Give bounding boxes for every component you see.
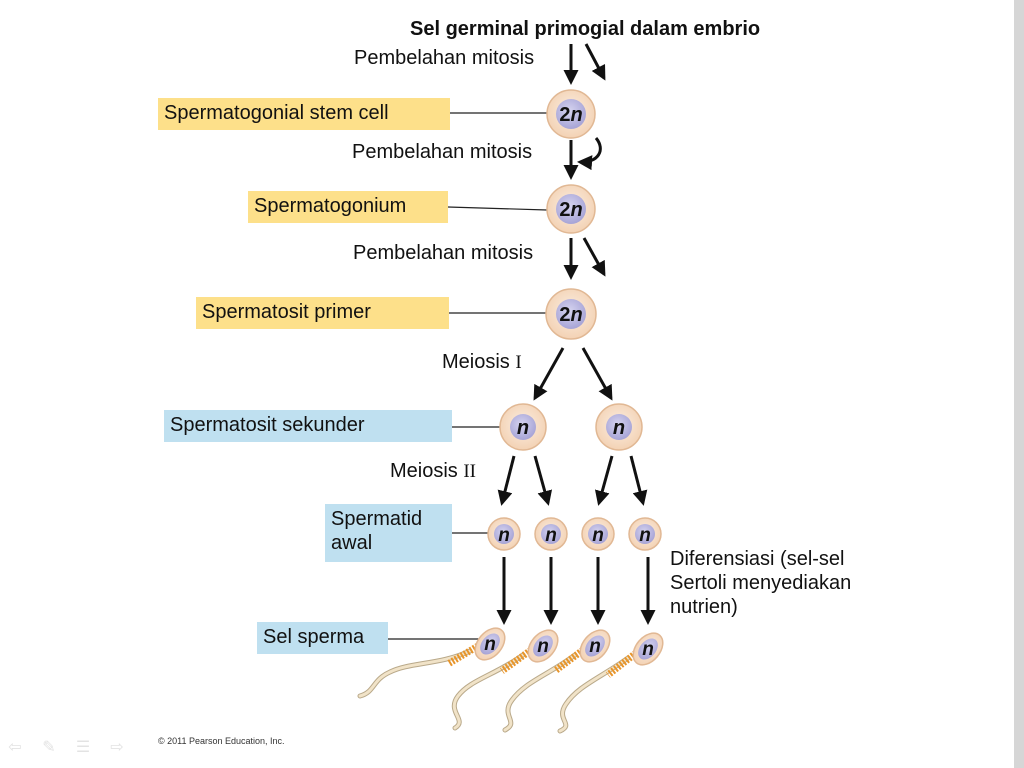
cell-secondary-spermatocyte-2: n: [595, 403, 643, 451]
sperm-cell-1: n: [357, 627, 506, 699]
cell-label-n: n: [642, 639, 654, 660]
svg-text:2n: 2n: [559, 304, 582, 326]
cell-label-n: n: [570, 199, 582, 221]
stage-label-early-spermatid: Spermatid awal: [325, 504, 452, 562]
spermatid-label-line1: Spermatid: [331, 508, 423, 530]
meiosis-2-word: Meiosis: [390, 460, 458, 482]
pen-icon[interactable]: ✎: [42, 739, 56, 756]
meiosis-1-word: Meiosis: [442, 351, 510, 373]
arrow-meiosis-2-d: [629, 455, 648, 506]
differentiation-line-3: nutrien): [670, 596, 738, 618]
cell-label-n: n: [613, 417, 625, 439]
cell-label-n: n: [592, 525, 604, 546]
mitosis-label-3: Pembelahan mitosis: [353, 242, 534, 264]
cell-label-n: n: [639, 525, 651, 546]
stage-label-primary-spermatocyte: Spermatosit primer: [196, 297, 449, 329]
meiosis-2-label: Meiosis II: [390, 460, 476, 483]
menu-icon[interactable]: ☰: [75, 739, 91, 756]
cell-spermatid-1: n: [487, 517, 521, 551]
meiosis-2-numeral: II: [463, 461, 477, 482]
sperm-cell-2: n: [451, 629, 559, 731]
svg-text:2n: 2n: [559, 104, 582, 126]
cell-label-n: n: [570, 104, 582, 126]
cell-label-n: n: [570, 304, 582, 326]
differentiation-line-1: Diferensiasi (sel-sel: [670, 548, 845, 570]
arrow-meiosis-2-a: [497, 455, 516, 506]
cell-secondary-spermatocyte-1: n: [499, 403, 547, 451]
cell-spermatid-2: n: [534, 517, 568, 551]
cell-label-number: 2: [559, 304, 570, 326]
connector-spermatogonium: [447, 206, 548, 211]
cell-spermatid-3: n: [581, 517, 615, 551]
cell-spermatid-4: n: [628, 517, 662, 551]
slide-edge: [1014, 0, 1024, 768]
meiosis-1-label: Meiosis I: [442, 351, 522, 374]
arrow-meiosis-2-c: [594, 455, 614, 506]
cell-spermatogonium: 2n: [546, 184, 596, 234]
arrow-self-renewal: [577, 137, 602, 171]
meiosis-1-numeral: I: [515, 352, 522, 373]
cell-primary-spermatocyte: 2n: [545, 288, 597, 340]
cell-label-n: n: [589, 636, 601, 657]
cell-label-number: 2: [559, 104, 570, 126]
cell-label-n: n: [537, 636, 549, 657]
stage-label-stem-cell: Spermatogonial stem cell: [158, 98, 450, 130]
copyright-notice: © 2011 Pearson Education, Inc.: [158, 736, 285, 746]
svg-text:2n: 2n: [559, 199, 582, 221]
cell-label-n: n: [517, 417, 529, 439]
mitosis-label-2: Pembelahan mitosis: [352, 141, 533, 163]
arrow-mitosis-3-side: [582, 237, 606, 277]
cell-label-n: n: [545, 525, 557, 546]
forward-arrow-icon[interactable]: ⇨: [110, 739, 124, 756]
arrow-meiosis-2-b: [533, 455, 553, 506]
cell-label-n: n: [484, 634, 496, 655]
mitosis-label-1: Pembelahan mitosis: [354, 47, 535, 69]
arrow-meiosis-1-right: [581, 347, 613, 401]
arrow-meiosis-1-left: [533, 347, 565, 401]
arrow-mitosis-1-side: [584, 43, 606, 81]
diagram-title: Sel germinal primogial dalam embrio: [410, 18, 761, 40]
differentiation-note: Diferensiasi (sel-sel Sertoli menyediaka…: [670, 547, 851, 619]
cell-label-n: n: [498, 525, 510, 546]
stage-label-sperm: Sel sperma: [257, 622, 388, 654]
differentiation-line-2: Sertoli menyediakan: [670, 572, 852, 594]
spermatid-label-line2: awal: [331, 532, 373, 554]
cell-label-number: 2: [559, 199, 570, 221]
sperm-cell-3: n: [502, 629, 611, 733]
stage-label-secondary-spermatocyte: Spermatosit sekunder: [164, 410, 452, 442]
stage-label-spermatogonium: Spermatogonium: [248, 191, 448, 223]
sperm-cell-4: n: [557, 632, 664, 734]
back-arrow-icon[interactable]: ⇦: [8, 739, 22, 756]
cell-stem-cell: 2n: [546, 89, 596, 139]
